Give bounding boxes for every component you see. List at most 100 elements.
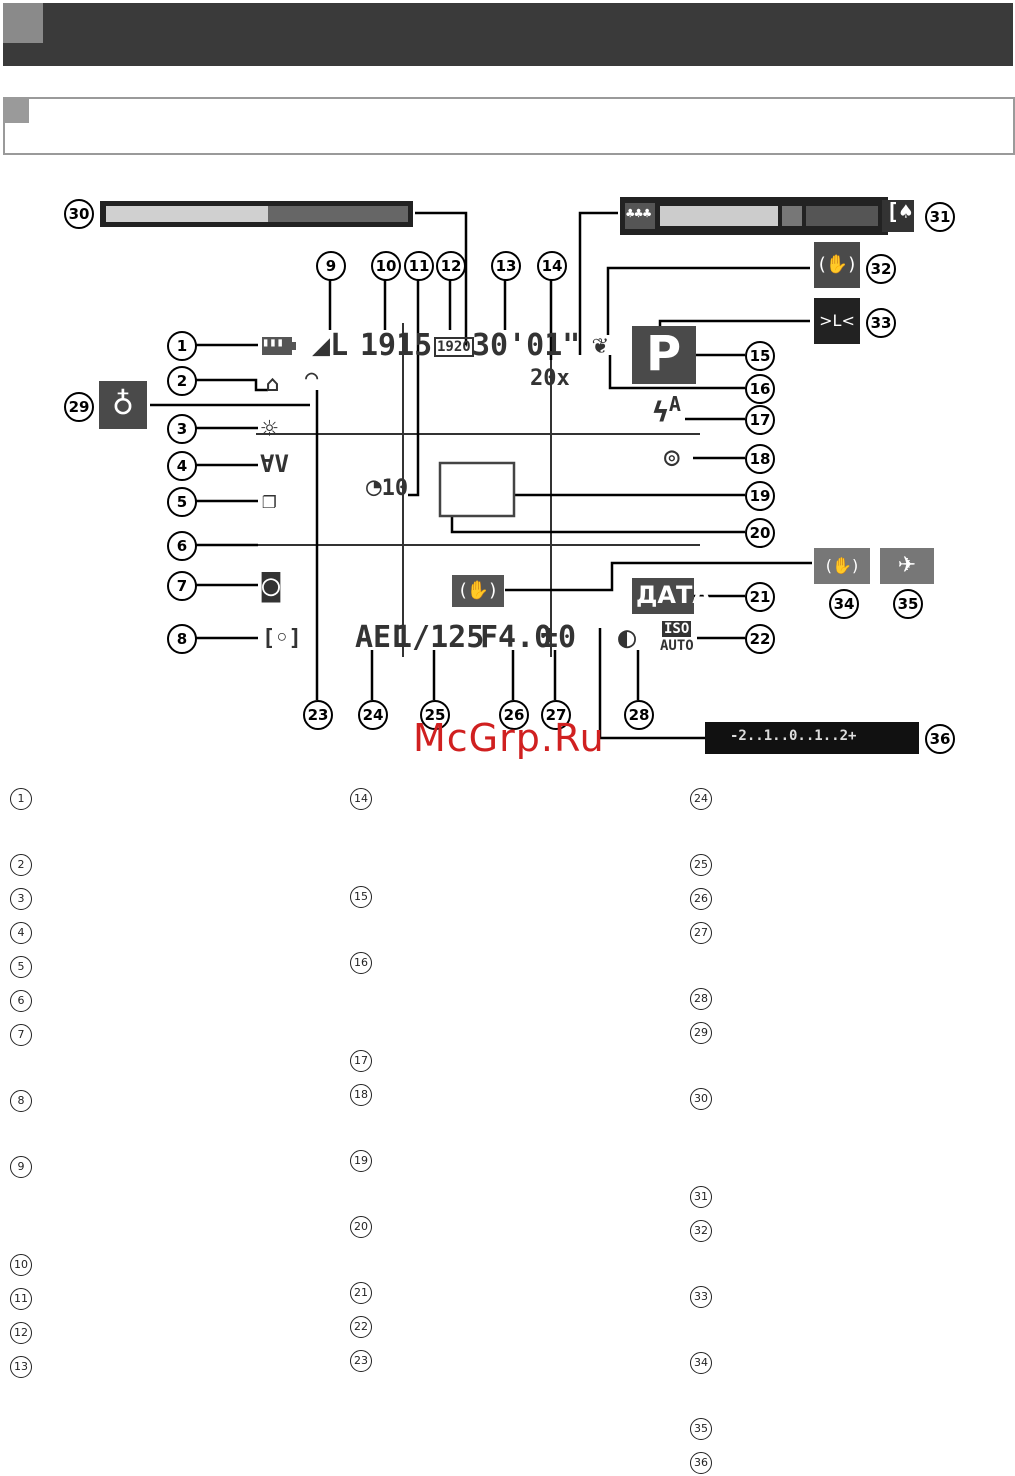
- legend-num-35: 35: [690, 1418, 712, 1440]
- date-stamp-badge: [632, 578, 694, 614]
- aperture-value: F4.0: [480, 620, 553, 655]
- legend-num-4: 4: [10, 922, 32, 944]
- callout-3: 3: [167, 414, 197, 444]
- legend-num-5: 5: [10, 956, 32, 978]
- section-corner-square: [3, 97, 29, 123]
- callout-17: 17: [745, 405, 775, 435]
- exposure-compensation: ±0: [540, 620, 577, 655]
- shots-remaining: 1915: [360, 328, 433, 363]
- callout-22: 22: [745, 624, 775, 654]
- sun-icon: ☼: [261, 412, 278, 445]
- callout-10: 10: [371, 251, 401, 281]
- ae-lock: AEL: [355, 620, 410, 655]
- legend-num-7: 7: [10, 1024, 32, 1046]
- tulip-icon: ❦: [592, 330, 608, 360]
- callout-33: 33: [866, 308, 896, 338]
- blink-detection-icon: >L<: [814, 298, 860, 344]
- still-size-indicator: ◢L: [312, 328, 349, 363]
- legend-num-13: 13: [10, 1356, 32, 1378]
- callout-9: 9: [316, 251, 346, 281]
- shooting-mode-badge: [632, 326, 696, 384]
- section-header-bar: [3, 97, 1015, 155]
- callout-35: 35: [893, 589, 923, 619]
- callout-4: 4: [167, 451, 197, 481]
- exposure-level-scale: [705, 722, 919, 754]
- legend-num-10: 10: [10, 1254, 32, 1276]
- page-header-bar: [3, 3, 1013, 66]
- callout-36: 36: [925, 724, 955, 754]
- legend-num-20: 20: [350, 1216, 372, 1238]
- callout-21: 21: [745, 582, 775, 612]
- callout-27: 27: [541, 700, 571, 730]
- legend-num-36: 36: [690, 1452, 712, 1474]
- callout-19: 19: [745, 481, 775, 511]
- shooting-mode: P: [646, 326, 682, 382]
- legend-num-18: 18: [350, 1084, 372, 1106]
- shutter-speed: 1/125: [394, 620, 485, 655]
- image-stabilizer-icon-top: (✋): [814, 242, 860, 288]
- legend-num-31: 31: [690, 1186, 712, 1208]
- camera-shake-icon: ◙: [262, 568, 281, 603]
- legend-num-16: 16: [350, 952, 372, 974]
- camera-orientation-icon: ⌂: [266, 372, 280, 397]
- legend-num-30: 30: [690, 1088, 712, 1110]
- callout-23: 23: [303, 700, 333, 730]
- legend-num-9: 9: [10, 1156, 32, 1178]
- legend-num-24: 24: [690, 788, 712, 810]
- legend-num-23: 23: [350, 1350, 372, 1372]
- red-eye-icon: ◎: [664, 442, 680, 472]
- iso-value: AUTO: [660, 638, 694, 654]
- callout-26: 26: [499, 700, 529, 730]
- legend-num-11: 11: [10, 1288, 32, 1310]
- exposure-scale-text: -2..1..0..1..2+: [730, 728, 857, 744]
- legend-num-8: 8: [10, 1090, 32, 1112]
- callout-1: 1: [167, 331, 197, 361]
- callout-20: 20: [745, 518, 775, 548]
- callout-25: 25: [420, 700, 450, 730]
- mercury-lamp-icon: ♁: [99, 381, 147, 429]
- legend-num-17: 17: [350, 1050, 372, 1072]
- callout-32: 32: [866, 254, 896, 284]
- legend-num-2: 2: [10, 854, 32, 876]
- callout-6: 6: [167, 531, 197, 561]
- movie-size: 1920: [434, 337, 474, 357]
- legend-num-22: 22: [350, 1316, 372, 1338]
- legend-num-27: 27: [690, 922, 712, 944]
- continuous-shooting-icon: ❐: [262, 486, 277, 514]
- legend-num-28: 28: [690, 988, 712, 1010]
- camera-shake-warning-icon: (✋): [814, 548, 870, 584]
- callout-14: 14: [537, 251, 567, 281]
- legend-num-34: 34: [690, 1352, 712, 1374]
- callout-29: 29: [64, 392, 94, 422]
- legend-num-32: 32: [690, 1220, 712, 1242]
- recording-time: 30'01": [472, 328, 581, 363]
- flash-indicator: ϟA: [652, 392, 681, 429]
- callout-12: 12: [436, 251, 466, 281]
- metering-icon: [◦]: [262, 626, 302, 651]
- legend-num-3: 3: [10, 888, 32, 910]
- callout-8: 8: [167, 624, 197, 654]
- camera-screen-diagram: ▮▮▮ ⌂ ☼ ⱯV ❐ ◙ [◦] ◠ ◢L 1915 1920 30'01"…: [64, 199, 955, 754]
- battery-icon: ▮▮▮: [262, 335, 284, 349]
- iso-label: ISO: [662, 621, 692, 637]
- date-stamp: ДАТА: [636, 581, 711, 609]
- callout-5: 5: [167, 487, 197, 517]
- callout-7: 7: [167, 571, 197, 601]
- callout-30: 30: [64, 199, 94, 229]
- i-contrast-icon: ◐: [618, 620, 637, 655]
- legend-num-26: 26: [690, 888, 712, 910]
- callout-18: 18: [745, 444, 775, 474]
- callout-24: 24: [358, 700, 388, 730]
- legend-num-1: 1: [10, 788, 32, 810]
- legend-num-25: 25: [690, 854, 712, 876]
- callout-16: 16: [745, 374, 775, 404]
- callout-11: 11: [404, 251, 434, 281]
- legend-num-21: 21: [350, 1282, 372, 1304]
- wifi-icon: ◠: [305, 366, 319, 391]
- callout-31: 31: [925, 202, 955, 232]
- self-timer-indicator: ◔10: [366, 472, 409, 502]
- tree-icon: [♠]: [886, 200, 926, 225]
- callout-2: 2: [167, 366, 197, 396]
- callout-34: 34: [829, 589, 859, 619]
